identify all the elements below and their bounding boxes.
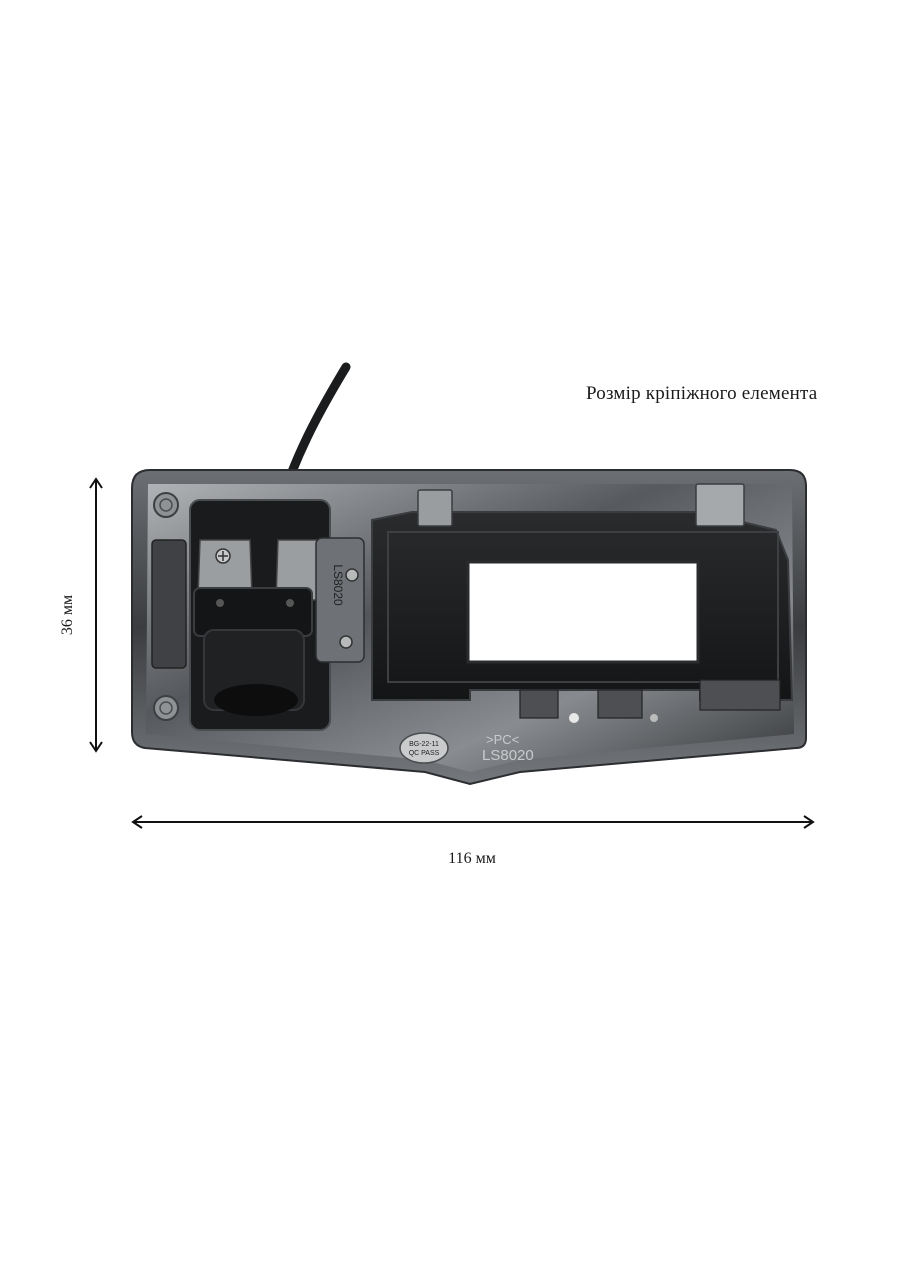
part-number-marking: LS8020 [482,747,534,764]
height-dimension-arrow [89,477,103,753]
qc-line-2: QC PASS [409,750,440,757]
top-tab [417,489,453,527]
width-dimension-arrow [131,815,815,829]
light-window [466,560,700,664]
screw-top-left [153,492,179,518]
material-marking: >PC< [486,732,519,747]
camera-body [193,587,313,637]
screw-bottom-left [153,695,179,721]
top-tab [695,483,745,527]
caption: Розмір кріпіжного елемента [586,383,818,404]
side-clip [151,539,187,669]
camera-part-label: LS8020 [331,564,345,606]
qc-line-1: BG-22-11 [409,741,439,748]
qc-sticker [399,732,449,764]
width-label: 116 мм [448,850,496,867]
